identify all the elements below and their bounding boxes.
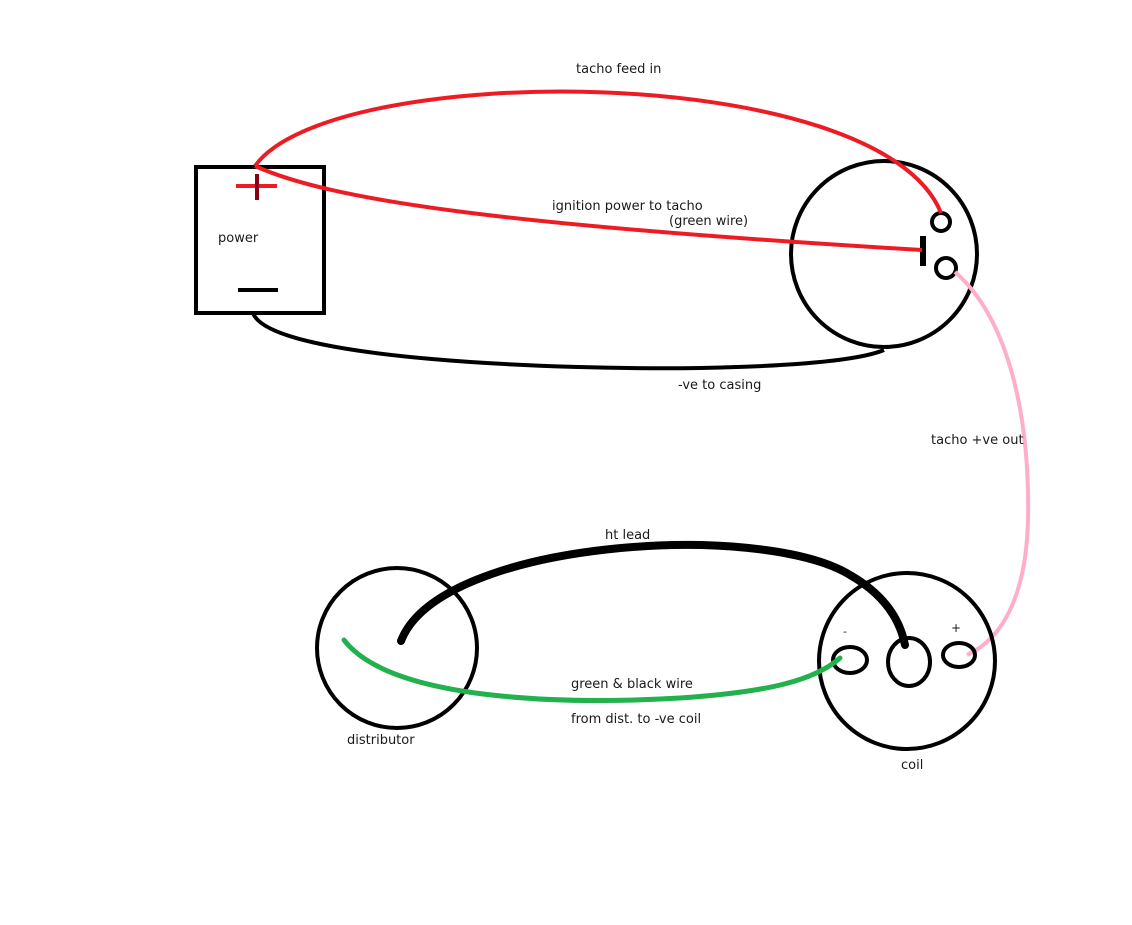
label-tacho-ve-out: tacho +ve out	[931, 433, 1024, 448]
label-from-dist: from dist. to -ve coil	[571, 712, 702, 727]
ve-casing-wire	[251, 312, 885, 371]
label-tacho-feed-in: tacho feed in	[576, 62, 662, 77]
distributor-circle	[315, 566, 479, 730]
label-ignition-power: ignition power to tacho	[552, 199, 703, 214]
green-black-wire	[341, 637, 843, 703]
tacho-circle	[789, 159, 979, 349]
ignition-power-wire	[254, 164, 923, 252]
label-coil-plus: +	[951, 621, 962, 635]
tacho-feed-wire	[253, 89, 943, 214]
label-green-black-wire: green & black wire	[571, 677, 693, 692]
label-power: power	[218, 231, 259, 246]
tacho-out-wire	[953, 270, 1031, 657]
ht-lead-wire	[397, 541, 909, 649]
tacho-out-pin	[934, 256, 958, 280]
label-distributor: distributor	[347, 733, 415, 748]
coil-plus-terminal	[941, 641, 977, 669]
label-coil-minus: -	[843, 625, 847, 638]
label-coil: coil	[901, 758, 924, 773]
coil-circle	[817, 571, 997, 751]
label-ve-to-casing: -ve to casing	[678, 378, 762, 393]
label-green-wire: (green wire)	[669, 214, 749, 229]
coil-ht-terminal	[886, 636, 932, 688]
tacho-feed-pin	[930, 211, 952, 233]
coil-minus-terminal	[831, 645, 869, 675]
label-ht-lead: ht lead	[605, 528, 651, 543]
